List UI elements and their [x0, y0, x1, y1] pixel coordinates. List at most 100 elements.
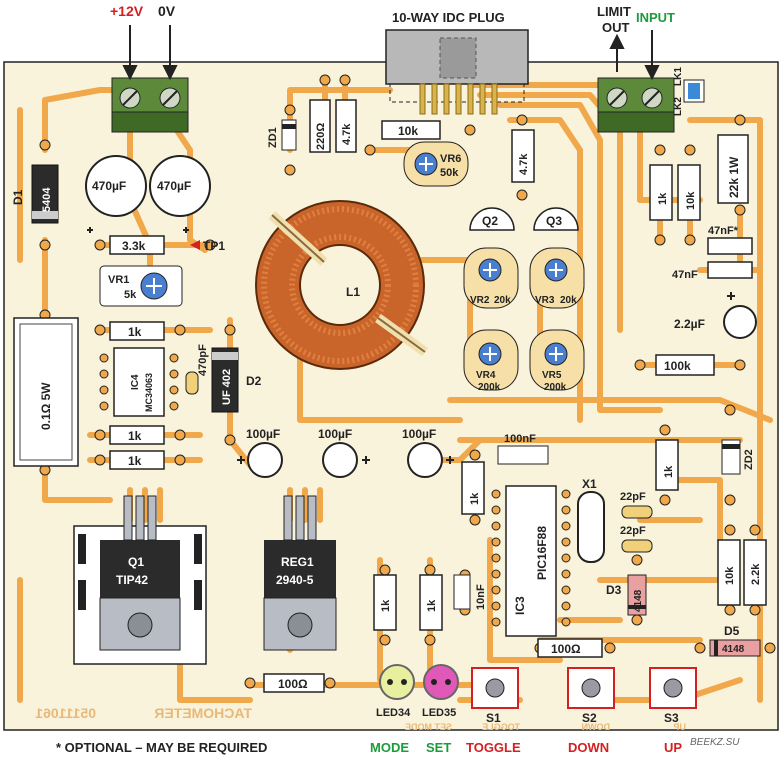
d3-ref: D3 — [606, 583, 622, 597]
r1k-d-value: 1k — [657, 192, 669, 205]
r1k-b-value: 1k — [128, 429, 142, 443]
r1k-g-value: 1k — [663, 465, 675, 478]
board-code: 05111061 — [35, 705, 96, 721]
q2-ref: Q2 — [482, 214, 498, 228]
ic4-ref: IC4 — [130, 374, 141, 390]
transistors-q2-q3 — [469, 207, 579, 231]
r4k7-a-value: 4.7k — [341, 123, 353, 145]
d1-value: 5404 — [41, 187, 53, 212]
diode-d5 — [709, 639, 761, 657]
reg1-value: 2940-5 — [276, 573, 314, 587]
text-labels: +12V 0V 10-WAY IDC PLUG LIMIT OUT INPUT … — [11, 3, 762, 755]
label-limit: LIMIT — [597, 4, 631, 19]
reg1-ref: REG1 — [281, 555, 314, 569]
r10k-top-value: 10k — [398, 124, 418, 138]
r1k-f-value: 1k — [469, 492, 481, 505]
sense-value: 0.1Ω 5W — [39, 382, 53, 430]
crystal-x1 — [577, 491, 605, 563]
capacitor-2u2 — [723, 305, 757, 339]
board-set-mode: SET MODE — [405, 722, 452, 732]
q3-ref: Q3 — [546, 214, 562, 228]
vr5-value: 200k — [544, 382, 567, 393]
c22pf-b-value: 22pF — [620, 525, 646, 537]
ic3-ref: IC3 — [513, 596, 527, 615]
diode-d1 — [31, 164, 59, 224]
vr1-ref: VR1 — [108, 274, 129, 286]
r100-a-value: 100Ω — [551, 642, 581, 656]
c470-right-value: 470µF — [157, 179, 191, 193]
c100u-c-value: 100µF — [402, 427, 436, 441]
c10nf-value: 10nF — [475, 584, 487, 610]
capacitor-100nf — [497, 445, 549, 465]
l1-ref: L1 — [346, 285, 360, 299]
watermark: BEEKZ.SU — [690, 737, 740, 748]
c470pf-value: 470pF — [197, 344, 209, 376]
tp1-arrow — [190, 240, 200, 250]
led35-ref: LED35 — [422, 707, 456, 719]
c100u-b-value: 100µF — [318, 427, 352, 441]
bottom-set: SET — [426, 740, 451, 755]
label-input: INPUT — [636, 10, 675, 25]
zd1-ref: ZD1 — [267, 127, 279, 148]
c100u-a-value: 100µF — [246, 427, 280, 441]
resistor-bodies — [13, 99, 767, 693]
r22k-value: 22k 1W — [727, 156, 741, 198]
link-header — [683, 79, 705, 103]
label-idc-plug: 10-WAY IDC PLUG — [392, 10, 505, 25]
d1-ref: D1 — [11, 189, 25, 205]
capacitors-100uf — [247, 442, 443, 478]
label-out: OUT — [602, 20, 630, 35]
d5-value: 4148 — [722, 644, 745, 655]
vr3-value: 20k — [560, 295, 577, 306]
r1k-h-value: 1k — [380, 599, 392, 612]
q1-ref: Q1 — [128, 555, 144, 569]
r2k2-value: 2.2k — [750, 563, 762, 585]
leds — [379, 664, 459, 700]
board-name: TACHOMETER — [154, 705, 252, 721]
r220-value: 220Ω — [315, 123, 327, 150]
vr6-value: 50k — [440, 167, 459, 179]
tp1-ref: TP1 — [203, 239, 225, 253]
electrolytic-capacitors — [85, 155, 211, 217]
vr4-ref: VR4 — [476, 370, 496, 381]
led34-ref: LED34 — [376, 707, 411, 719]
trimpots-vr2-vr5 — [463, 247, 585, 391]
diode-d2 — [211, 347, 239, 413]
d2-ref: D2 — [246, 374, 262, 388]
ic3-value: PIC16F88 — [535, 526, 549, 580]
d3-value: 4148 — [633, 589, 644, 612]
vr2-ref: VR2 — [470, 295, 490, 306]
board-down: DOWN — [582, 722, 611, 732]
ic3-chip — [491, 485, 571, 637]
r100-b-value: 100Ω — [278, 677, 308, 691]
terminal-block-power — [111, 77, 189, 133]
sense-resistor-outline — [19, 323, 73, 461]
vr1-value: 5k — [124, 289, 137, 301]
c22pf-a-value: 22pF — [620, 491, 646, 503]
pushbutton-switches — [471, 667, 697, 709]
r4k7-b-value: 4.7k — [518, 153, 530, 175]
transistor-q1 — [73, 495, 207, 665]
bottom-up: UP — [664, 740, 682, 755]
optional-note: * OPTIONAL – MAY BE REQUIRED — [56, 740, 267, 755]
vr2-value: 20k — [494, 295, 511, 306]
board-up: UP — [673, 722, 686, 732]
diode-d3 — [627, 574, 647, 616]
wire-arrows — [122, 25, 660, 81]
vr5-ref: VR5 — [542, 370, 562, 381]
vr3-ref: VR3 — [535, 295, 555, 306]
label-12v: +12V — [110, 3, 144, 19]
c47nf-value: 47nF — [672, 269, 698, 281]
capacitors-47nf — [707, 237, 753, 279]
d2-value: UF 402 — [221, 369, 233, 405]
capacitor-470pf — [185, 371, 199, 395]
trimpot-vr6 — [403, 141, 469, 187]
idc-plug — [385, 29, 529, 115]
terminal-block-limit — [597, 77, 675, 133]
trimpot-vr1 — [99, 265, 183, 307]
s1-ref: S1 — [486, 711, 501, 725]
lk2-ref: LK2 — [673, 97, 684, 116]
d5-ref: D5 — [724, 624, 740, 638]
bottom-mode: MODE — [370, 740, 409, 755]
lk1-ref: LK1 — [673, 67, 684, 86]
